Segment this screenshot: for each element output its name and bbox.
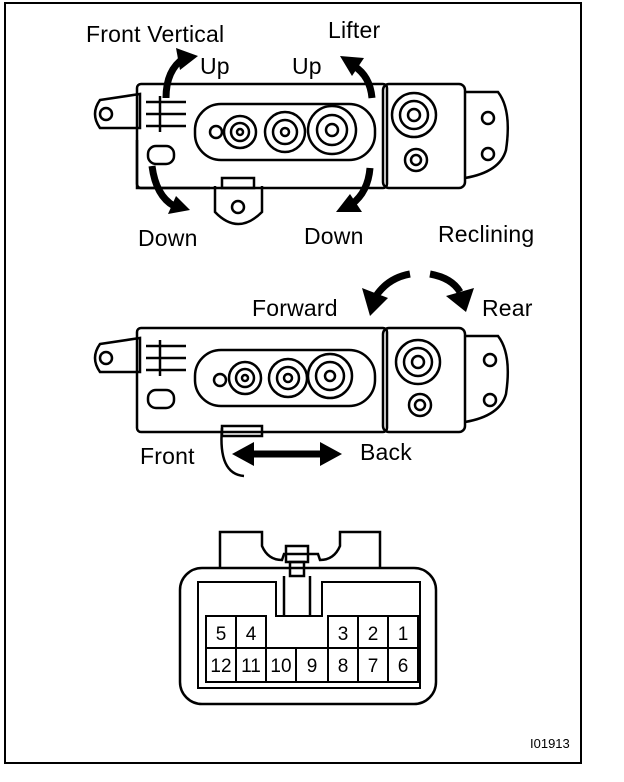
lifter-label: Lifter: [328, 17, 380, 43]
front-vertical-up-label: Up: [200, 53, 230, 79]
pin-number: 2: [368, 624, 379, 645]
lifter-up-arrow: [340, 56, 376, 99]
pin-number: 5: [216, 624, 227, 645]
front-vertical-up-arrow: [162, 48, 198, 99]
connector-pin-grid: [205, 615, 419, 683]
lifter-down-arrow: [336, 167, 374, 212]
front-label: Front: [140, 443, 195, 469]
pin-number: 10: [270, 656, 291, 677]
reclining-forward-arrow: [362, 270, 411, 316]
pin-number: 11: [241, 656, 261, 677]
pin-number: 12: [210, 656, 231, 677]
reclining-label: Reclining: [438, 221, 534, 247]
pin-number: 9: [307, 656, 318, 677]
back-label: Back: [360, 439, 412, 465]
pin-number: 1: [398, 624, 409, 645]
figure-code: I01913: [530, 736, 570, 751]
pin-number: 3: [338, 624, 349, 645]
connector-outline: [178, 530, 438, 706]
pin-number: 8: [338, 656, 349, 677]
forward-label: Forward: [252, 295, 338, 321]
front-vertical-label: Front Vertical: [86, 21, 224, 47]
slide-front-back-arrow: [232, 442, 342, 466]
front-vertical-down-label: Down: [138, 225, 198, 251]
switch-assembly-top: [93, 82, 509, 226]
switch-assembly-middle: [93, 326, 509, 478]
pin-number: 7: [368, 656, 379, 677]
rear-label: Rear: [482, 295, 533, 321]
front-vertical-down-arrow: [148, 165, 190, 214]
lifter-down-label: Down: [304, 223, 364, 249]
pin-number: 6: [398, 656, 409, 677]
reclining-rear-arrow: [429, 270, 474, 312]
lifter-up-label: Up: [292, 53, 322, 79]
pin-number: 4: [246, 624, 257, 645]
